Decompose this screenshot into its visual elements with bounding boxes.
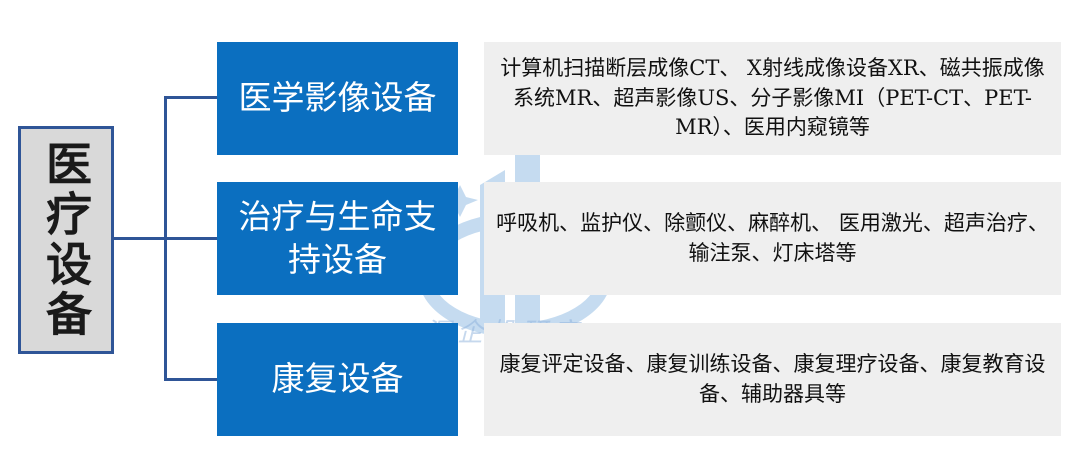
details-therapy-life-support: 呼吸机、监护仪、除颤仪、麻醉机、 医用激光、超声治疗、输注泵、灯床塔等 <box>484 182 1061 295</box>
connector-branch-2 <box>164 237 217 240</box>
category-imaging: 医学影像设备 <box>217 42 458 155</box>
root-label: 医疗设备 <box>39 140 93 340</box>
category-label: 医学影像设备 <box>238 78 437 118</box>
category-rehabilitation: 康复设备 <box>217 323 458 436</box>
root-node: 医疗设备 <box>18 126 114 354</box>
details-rehabilitation: 康复评定设备、康复训练设备、康复理疗设备、康复教育设备、辅助器具等 <box>484 323 1061 436</box>
category-therapy-life-support: 治疗与生命支持设备 <box>217 182 458 295</box>
connector-branch-1 <box>164 96 217 99</box>
details-imaging: 计算机扫描断层成像CT、 X射线成像设备XR、磁共振成像系统MR、超声影像US、… <box>484 42 1061 155</box>
details-text: 康复评定设备、康复训练设备、康复理疗设备、康复教育设备、辅助器具等 <box>499 352 1046 406</box>
category-label: 康复设备 <box>271 359 404 399</box>
connector-branch-3 <box>164 378 217 381</box>
category-label: 治疗与生命支持设备 <box>238 196 437 279</box>
details-text: 计算机扫描断层成像CT、 X射线成像设备XR、磁共振成像系统MR、超声影像US、… <box>500 56 1045 140</box>
details-text: 呼吸机、监护仪、除颤仪、麻醉机、 医用激光、超声治疗、输注泵、灯床塔等 <box>496 211 1049 265</box>
connector-root-stem <box>114 237 166 240</box>
